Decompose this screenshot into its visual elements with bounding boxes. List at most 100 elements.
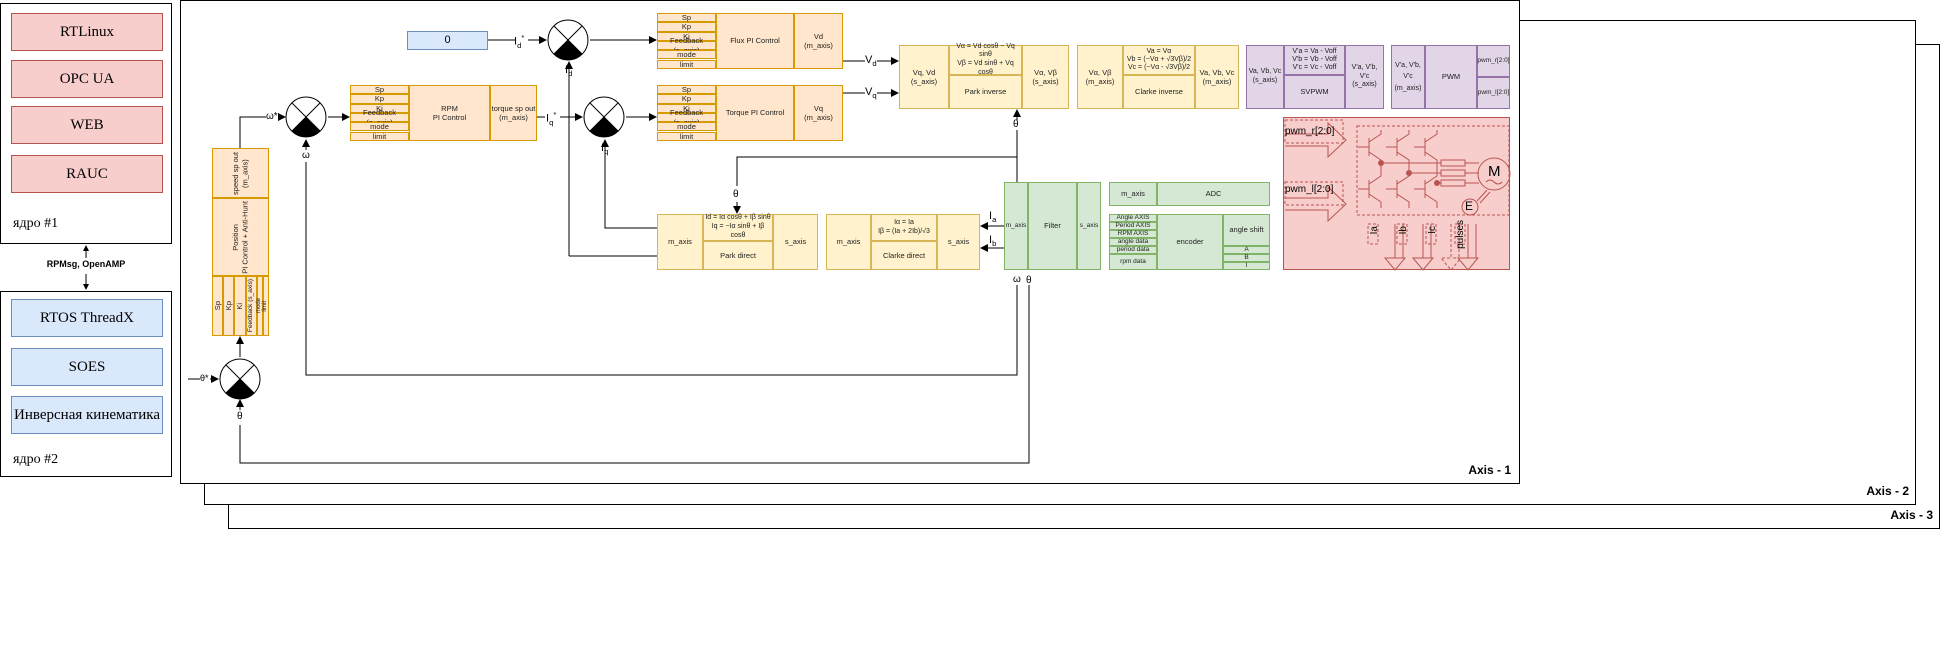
- ipc-label: RPMsg, OpenAMP: [46, 259, 126, 269]
- core1-item-rtlinux[interactable]: RTLinux: [11, 13, 163, 51]
- encoder-port-angle-data: angle data: [1109, 238, 1157, 246]
- inverter-motor-block[interactable]: pwm_r[2:0] pwm_l[2:0] M E Ia Ib Ic pulse…: [1283, 117, 1511, 271]
- signal-iq: Iq: [601, 142, 609, 157]
- clarke-direct-in: m_axis: [826, 214, 871, 270]
- svpwm-out: V'a, V'b, V'c(s_axis): [1345, 45, 1384, 109]
- core2-label: ядро #2: [13, 452, 59, 467]
- core1-item-opcua[interactable]: OPC UA: [11, 60, 163, 98]
- signal-vq: Vq: [865, 86, 877, 101]
- rpm-port-sp: Sp: [350, 85, 409, 95]
- signal-theta-ref: θ*: [200, 373, 209, 383]
- park-inverse-out: Vα, Vβ(s_axis): [1022, 45, 1069, 109]
- signal-omega: ω: [302, 150, 310, 161]
- flux-port-kp: Kp: [657, 22, 716, 32]
- position-port-sp: Sp: [212, 276, 223, 336]
- torque-out-port: Vq(m_axis): [794, 85, 843, 141]
- clarke-direct-out: s_axis: [937, 214, 980, 270]
- signal-id: Id: [565, 64, 573, 79]
- signal-theta-park-inverse: θ: [1013, 119, 1019, 130]
- position-port-mode: mode: [256, 276, 263, 336]
- clarke-inverse-in: Vα, Vβ(m_axis): [1077, 45, 1123, 109]
- encoder-port-rpm-axis: RPM AXIS: [1109, 230, 1157, 238]
- encoder-port-period-axis: Period AXIS: [1109, 222, 1157, 230]
- inverter-out-ia: Ia: [1369, 226, 1380, 235]
- signal-theta-park-direct: θ: [733, 189, 739, 200]
- ipc-arrow-icon: [83, 245, 89, 290]
- axis-1-label: Axis - 1: [1468, 463, 1511, 477]
- torque-pi-block[interactable]: Sp Kp Ki Feedback (s_axis) mode limit To…: [657, 85, 843, 141]
- encoder-block[interactable]: Angle AXIS Period AXIS RPM AXIS angle da…: [1109, 214, 1270, 270]
- signal-iq-ref: Iq*: [546, 110, 557, 127]
- signal-ib: Ib: [989, 234, 997, 249]
- signal-omega-filter: ω: [1013, 274, 1021, 285]
- pwm-block[interactable]: V'a, V'b,V'c(m_axis) PWM pwm_r[2:0] pwm_…: [1391, 45, 1510, 109]
- rpm-pi-block[interactable]: Sp Kp Ki Feedback (s_axis) mode limit RP…: [350, 85, 537, 141]
- inverter-in-pwm-l: pwm_l[2:0]: [1285, 184, 1334, 195]
- adc-block[interactable]: m_axis ADC: [1109, 182, 1270, 206]
- torque-title: Torque PI Control: [716, 85, 794, 141]
- torque-port-feedback: Feedback (s_axis): [657, 108, 716, 127]
- encoder-symbol-label: E: [1465, 199, 1474, 213]
- encoder-title: encoder: [1157, 214, 1223, 270]
- position-port-ki: Ki: [234, 276, 246, 336]
- core2-item-rtos[interactable]: RTOS ThreadX: [11, 299, 163, 337]
- filter-in: m_axis: [1004, 182, 1028, 270]
- inverter-schematic-icon: [1284, 119, 1511, 271]
- core2-panel: RTOS ThreadX SOES Инверсная кинематика я…: [0, 291, 172, 477]
- pwm-in: V'a, V'b,V'c(m_axis): [1391, 45, 1425, 109]
- position-port-limit: limit: [262, 276, 269, 336]
- encoder-port-i: I: [1223, 262, 1270, 270]
- sum-junction-q: [583, 96, 625, 138]
- signal-id-ref: Id*: [514, 33, 525, 50]
- pwm-title: PWM: [1425, 45, 1477, 109]
- flux-port-ki: Ki: [657, 32, 716, 41]
- inverter-out-ic: Ic: [1427, 226, 1438, 234]
- sum-junction-omega: [285, 96, 327, 138]
- motor-label: M: [1488, 163, 1501, 180]
- adc-title: ADC: [1157, 182, 1270, 206]
- rpm-port-kp: Kp: [350, 94, 409, 104]
- clarke-inverse-title: Clarke inverse: [1123, 75, 1195, 109]
- id-setpoint-constant[interactable]: 0: [407, 31, 488, 50]
- park-direct-out: s_axis: [773, 214, 818, 270]
- encoder-port-b: B: [1223, 254, 1270, 262]
- core2-item-kinematics[interactable]: Инверсная кинематика: [11, 396, 163, 434]
- torque-port-sp: Sp: [657, 85, 716, 95]
- filter-out: s_axis: [1077, 182, 1101, 270]
- torque-port-kp: Kp: [657, 94, 716, 104]
- core1-item-web[interactable]: WEB: [11, 106, 163, 144]
- core1-label: ядро #1: [13, 216, 59, 231]
- torque-port-ki: Ki: [657, 104, 716, 113]
- encoder-port-a: A: [1223, 246, 1270, 254]
- rpm-out-port: torque sp out(m_axis): [490, 85, 537, 141]
- encoder-angle-shift: angle shift: [1223, 214, 1270, 246]
- flux-port-sp: Sp: [657, 13, 716, 23]
- flux-pi-block[interactable]: Sp Kp Ki Feedback (s_axis) mode limit Fl…: [657, 13, 843, 69]
- position-port-feedback: Feedback (s_axis): [246, 276, 257, 336]
- clarke-direct-title: Clarke direct: [871, 241, 937, 270]
- torque-port-limit: limit: [657, 131, 716, 141]
- filter-block[interactable]: m_axis Filter s_axis: [1004, 182, 1101, 270]
- encoder-port-rpm-data: rpm data: [1109, 254, 1157, 270]
- svpwm-title: SVPWM: [1284, 75, 1345, 109]
- clarke-inverse-out: Va, Vb, Vc(m_axis): [1195, 45, 1239, 109]
- core2-item-soes[interactable]: SOES: [11, 348, 163, 386]
- flux-port-limit: limit: [657, 59, 716, 69]
- sum-junction-d: [547, 19, 589, 61]
- signal-theta-sum: θ: [237, 411, 243, 422]
- torque-port-mode: mode: [657, 122, 716, 132]
- core1-item-rauc[interactable]: RAUC: [11, 155, 163, 193]
- flux-port-mode: mode: [657, 50, 716, 60]
